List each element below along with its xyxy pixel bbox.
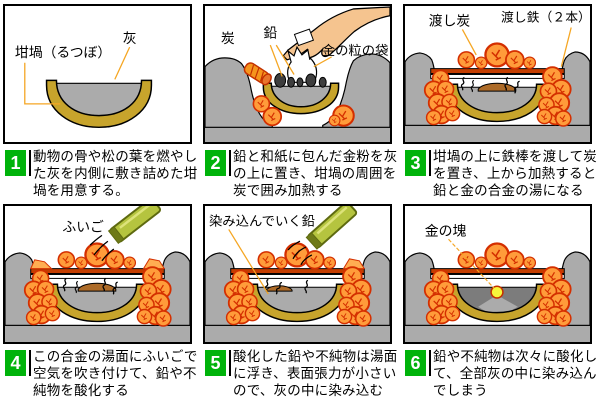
charcoal-stick-icon [243, 62, 272, 86]
bellows-label: ふいご [62, 220, 104, 235]
step-number-badge: 6 [405, 350, 426, 376]
charcoal-on-bars [458, 243, 535, 268]
panel-6: 金の塊 6 鉛や不純物は次々に酸化して、全部灰の中に染み込んでしまう [400, 200, 600, 400]
step-caption: 動物の骨や松の葉を燃やした灰を内側に敷き詰めた坩堝を用意する。 [33, 149, 198, 198]
panel-6-illustration: 金の塊 [403, 204, 592, 344]
step-number-badge: 4 [5, 350, 26, 376]
fire-glow [29, 258, 166, 270]
panel-6-caption-row: 6 鉛や不純物は次々に酸化して、全部灰の中に染み込んでしまう [400, 346, 600, 400]
leader-lines [24, 46, 131, 105]
charcoal-on-bars [258, 243, 335, 268]
panel-4-caption-row: 4 この合金の湯面にふいごで空気を吹き付けて、鉛や不純物を酸化する [0, 346, 200, 400]
badge-divider [29, 350, 31, 376]
crucible-label: 坩堝（るつぼ） [15, 45, 111, 60]
gold-nugget-label: 金の塊 [425, 223, 467, 238]
leader-line [228, 229, 269, 295]
leader-lines [461, 27, 572, 67]
panel-5: 染み込んでいく鉛 5 酸化した鉛や不純物は湯面に浮き、表面張力が小さいので、灰の… [200, 200, 400, 400]
panel-1: 坩堝（るつぼ） 灰 1 動物の骨や松の葉を燃やした灰を内側に敷き詰めた坩堝を用意… [0, 0, 200, 200]
badge-divider [229, 150, 231, 176]
step-number-badge: 1 [5, 150, 26, 176]
panel-3-illustration: 渡し炭 渡し鉄（２本） [403, 4, 592, 144]
molten-alloy-mound [477, 82, 517, 92]
panel-4-illustration: ふいご [3, 204, 192, 344]
charcoal-on-bars [458, 43, 535, 68]
panel-3: 渡し炭 渡し鉄（２本） 3 坩堝の上に鉄棒を渡して炭を置き、上から加熱すると鉛と… [400, 0, 600, 200]
crossing-iron-label: 渡し鉄（２本） [501, 10, 590, 25]
soaking-lead-label: 染み込んでいく鉛 [209, 214, 315, 229]
panel-2: 炭 鉛 金の粒の袋 2 鉛と和紙に包んだ金粉を灰の上に置き、坩堝の周囲を炭で囲み… [200, 0, 400, 200]
crucible-bowl-icon [262, 82, 340, 115]
panel-2-illustration: 炭 鉛 金の粒の袋 [203, 4, 392, 144]
lead-lumps-icon [274, 73, 327, 88]
gold-bag-label: 金の粒の袋 [322, 43, 389, 58]
badge-divider [429, 150, 431, 176]
ash-label: 灰 [123, 31, 137, 46]
step-caption: 坩堝の上に鉄棒を渡して炭を置き、上から加熱すると鉛と金の合金の湯になる [433, 149, 597, 198]
panel-3-caption-row: 3 坩堝の上に鉄棒を渡して炭を置き、上から加熱すると鉛と金の合金の湯になる [400, 146, 600, 200]
step-caption: 鉛と和紙に包んだ金粉を灰の上に置き、坩堝の周囲を炭で囲み加熱する [233, 149, 398, 198]
step-number-badge: 2 [205, 150, 226, 176]
crucible-bowl-icon [247, 283, 347, 323]
badge-divider [29, 150, 31, 176]
bellows-icon [107, 206, 163, 245]
crossing-charcoal-label: 渡し炭 [429, 14, 471, 29]
air-blast-lines [287, 240, 313, 266]
panel-5-caption-row: 5 酸化した鉛や不純物は湯面に浮き、表面張力が小さいので、灰の中に染み込む [200, 346, 400, 400]
lead-label: 鉛 [263, 25, 277, 40]
step-caption: この合金の湯面にふいごで空気を吹き付けて、鉛や不純物を酸化する [33, 349, 198, 398]
crucible-bowl-icon [45, 79, 153, 129]
gold-nugget-icon [490, 285, 504, 299]
leader-lines [269, 44, 332, 77]
panel-1-caption-row: 1 動物の骨や松の葉を燃やした灰を内側に敷き詰めた坩堝を用意する。 [0, 146, 200, 200]
badge-divider [229, 350, 231, 376]
step-number-badge: 5 [205, 350, 226, 376]
charcoal-on-bars [58, 243, 135, 268]
molten-alloy-mound [77, 282, 117, 292]
panel-5-illustration: 染み込んでいく鉛 [203, 204, 392, 344]
leader-line [448, 238, 495, 289]
paper-packet-icon [293, 28, 315, 47]
badge-divider [429, 350, 431, 376]
charcoal-label: 炭 [221, 31, 235, 46]
crucible-bowl-icon [447, 283, 547, 323]
panel-2-caption-row: 2 鉛と和紙に包んだ金粉を灰の上に置き、坩堝の周囲を炭で囲み加熱する [200, 146, 400, 200]
step-caption: 鉛や不純物は次々に酸化して、全部灰の中に染み込んでしまう [433, 349, 598, 398]
step-number-badge: 3 [405, 150, 426, 176]
panel-4: ふいご 4 この合金の湯面にふいごで空気を吹き付けて、鉛や不純物を酸化する [0, 200, 200, 400]
panel-1-illustration: 坩堝（るつぼ） 灰 [3, 4, 192, 144]
step-caption: 酸化した鉛や不純物は湯面に浮き、表面張力が小さいので、灰の中に染み込む [233, 349, 398, 398]
air-blast-lines [89, 234, 115, 262]
